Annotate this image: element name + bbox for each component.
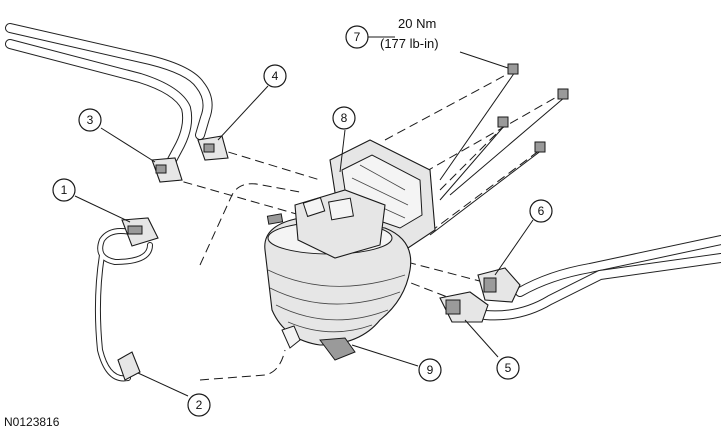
callout-8: 8 (332, 106, 356, 130)
callout-label: 7 (354, 30, 361, 44)
leader-lines (74, 36, 534, 397)
bolt-4 (429, 141, 546, 236)
connector-4 (197, 135, 229, 161)
bolt-2 (449, 88, 569, 196)
callout-label: 6 (538, 204, 545, 218)
right-fuel-lines (480, 235, 721, 321)
callout-label: 8 (341, 111, 348, 125)
connector-6 (477, 267, 521, 303)
callout-6: 6 (529, 199, 553, 223)
connector-3 (151, 157, 183, 183)
mounting-bolts (429, 63, 569, 236)
torque-spec: 20 Nm (177 lb-in) (380, 16, 439, 51)
figure-id: N0123816 (4, 415, 60, 429)
callout-label: 3 (87, 113, 94, 127)
bolt-1 (439, 63, 519, 181)
upper-fuel-lines (5, 23, 213, 165)
connector-1 (121, 217, 159, 247)
valve-assembly (266, 189, 386, 259)
callout-7: 7 (345, 25, 369, 49)
callout-4: 4 (263, 64, 287, 88)
callout-9: 9 (418, 358, 442, 382)
callout-5: 5 (496, 356, 520, 380)
callout-label: 4 (272, 69, 279, 83)
callout-label: 2 (196, 398, 203, 412)
callout-label: 5 (505, 361, 512, 375)
wire-harness (94, 228, 153, 382)
connector-2 (117, 351, 141, 381)
callout-2: 2 (187, 393, 211, 417)
bolt-3 (439, 116, 509, 201)
torque-value-nm: 20 Nm (398, 16, 436, 31)
callout-1: 1 (52, 178, 76, 202)
callout-3: 3 (78, 108, 102, 132)
alignment-lines (169, 69, 561, 381)
callout-label: 9 (427, 363, 434, 377)
callout-label: 1 (61, 183, 68, 197)
torque-value-lbin: (177 lb-in) (380, 36, 439, 51)
connector-5 (439, 291, 489, 323)
